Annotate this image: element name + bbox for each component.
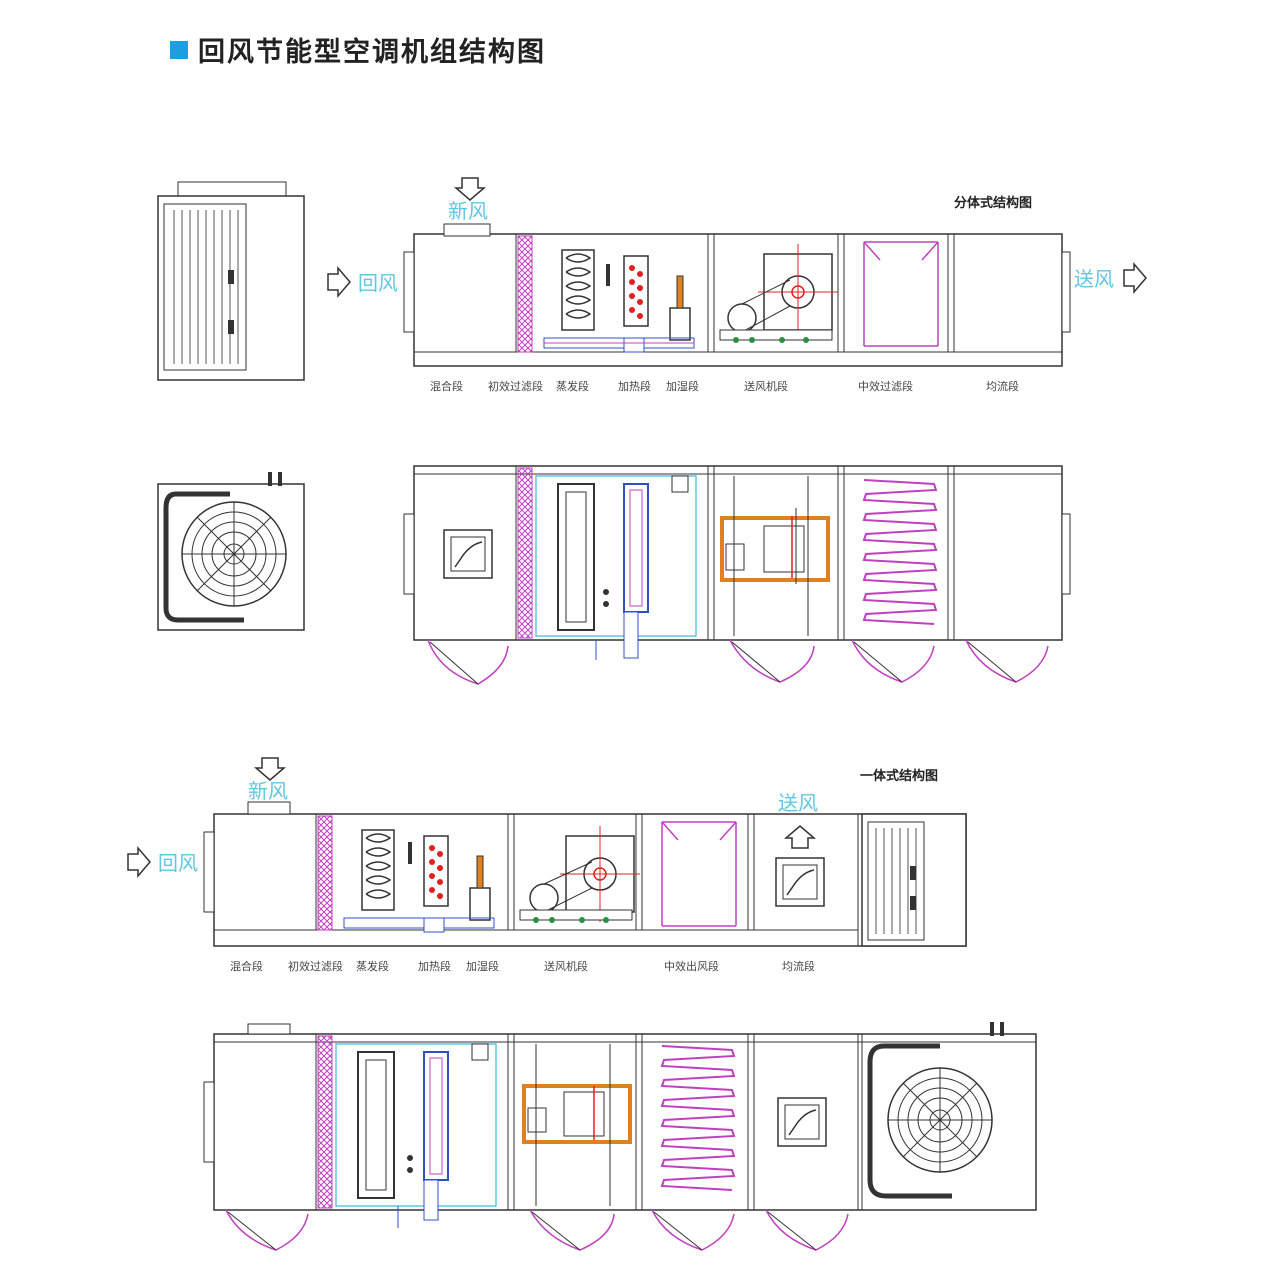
d1-caption: 分体式结构图	[954, 195, 1032, 211]
d1-return-air-label: 回风	[358, 271, 398, 295]
d1-section-label: 中效过滤段	[858, 379, 913, 393]
page-title: 回风节能型空调机组结构图	[170, 30, 546, 69]
d2-section-label: 加热段	[418, 959, 451, 973]
d2-supply-air-label: 送风	[778, 791, 818, 815]
split-type-diagram: 分体式结构图 新风 回风 送风 混合段 初效过滤段 蒸发段 加热段 加湿段 送风…	[157, 177, 1147, 685]
d2-section-label: 均流段	[782, 959, 815, 973]
d2-section-label: 送风机段	[544, 959, 588, 973]
d2-section-label: 初效过滤段	[288, 959, 343, 973]
title-square-icon	[170, 40, 188, 59]
d1-fresh-air-label: 新风	[448, 199, 488, 223]
title-text: 回风节能型空调机组结构图	[198, 37, 546, 68]
d2-return-air-label: 回风	[158, 851, 198, 875]
d1-section-label: 均流段	[986, 379, 1019, 393]
d2-section-label: 加湿段	[466, 959, 499, 973]
d2-section-label: 混合段	[230, 959, 263, 973]
d2-fresh-air-label: 新风	[248, 779, 288, 803]
d2-caption: 一体式结构图	[860, 768, 938, 784]
d1-section-label: 送风机段	[744, 379, 788, 393]
d1-section-label: 初效过滤段	[488, 379, 543, 393]
d2-section-label: 中效出风段	[664, 959, 719, 973]
d1-supply-air-label: 送风	[1074, 267, 1114, 291]
d2-section-label: 蒸发段	[356, 959, 389, 973]
integrated-type-diagram: 一体式结构图 新风 回风 送风 混合段 初效过滤段 蒸发段 加热段 加湿段 送风…	[127, 757, 1037, 1251]
d1-section-label: 蒸发段	[556, 379, 589, 393]
d1-section-label: 混合段	[430, 379, 463, 393]
d1-section-label: 加热段	[618, 379, 651, 393]
d1-section-label: 加湿段	[666, 379, 699, 393]
